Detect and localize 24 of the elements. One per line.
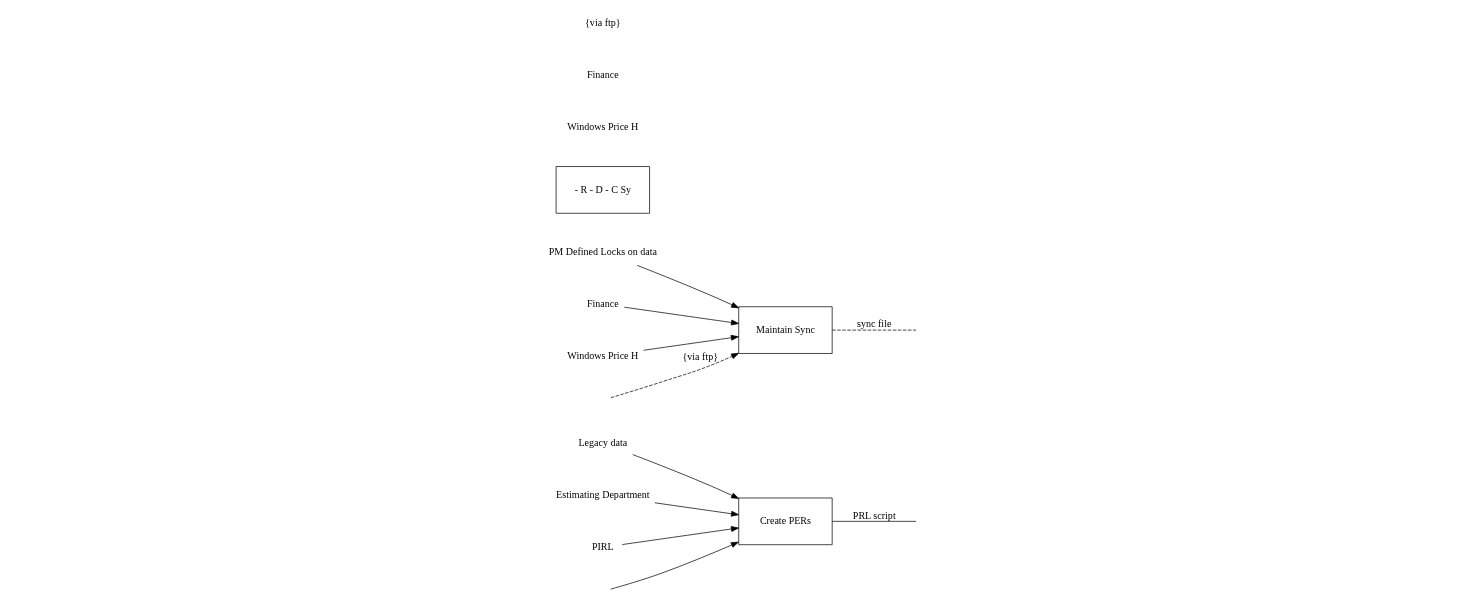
arrow — [624, 306, 739, 326]
edge-label: {via ftp} — [682, 350, 719, 362]
node-text: Finance — [586, 297, 619, 309]
node-text: Legacy data — [578, 437, 628, 449]
label: {via ftp} — [585, 17, 621, 29]
edge-label: sync file — [857, 318, 892, 330]
arrow — [621, 526, 739, 545]
node-text: Windows Price H — [567, 349, 639, 361]
node-box: Create PERs — [738, 497, 833, 546]
node-box: Maintain Sync — [738, 306, 833, 354]
node-text: Estimating Department — [556, 489, 650, 501]
arrow — [632, 454, 740, 499]
arrow — [643, 334, 739, 351]
arrow — [610, 352, 739, 399]
arrow — [636, 265, 740, 309]
connector — [831, 521, 917, 522]
node-box: - R - D - C Sy — [555, 166, 650, 214]
label: Windows Price H — [567, 121, 639, 133]
edge-label: PRL script — [852, 509, 896, 521]
node-text: PIRL — [591, 540, 614, 552]
arrow — [654, 502, 739, 517]
arrow — [610, 541, 739, 590]
node-text: PM Defined Locks on data — [548, 246, 657, 258]
label: Finance — [586, 69, 619, 81]
